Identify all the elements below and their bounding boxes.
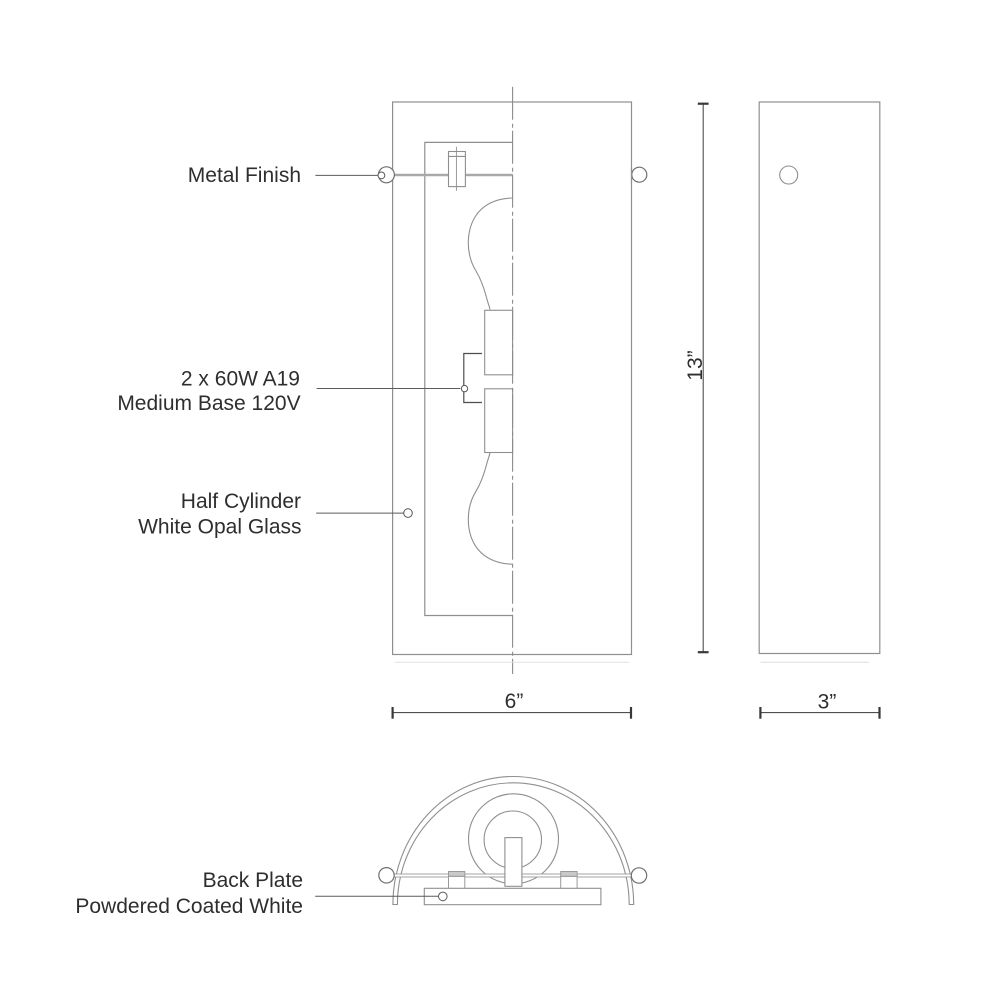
svg-text:Half Cylinder: Half Cylinder bbox=[181, 490, 301, 513]
svg-text:3”: 3” bbox=[818, 691, 837, 714]
svg-text:White Opal Glass: White Opal Glass bbox=[138, 515, 301, 538]
svg-text:6”: 6” bbox=[505, 690, 524, 713]
svg-text:Metal Finish: Metal Finish bbox=[188, 164, 301, 187]
svg-text:Back Plate: Back Plate bbox=[203, 869, 303, 892]
svg-text:2 x 60W A19: 2 x 60W A19 bbox=[181, 367, 300, 390]
svg-text:Medium Base 120V: Medium Base 120V bbox=[117, 392, 300, 415]
svg-text:13”: 13” bbox=[684, 350, 707, 380]
svg-text:Powdered Coated White: Powdered Coated White bbox=[75, 895, 303, 918]
